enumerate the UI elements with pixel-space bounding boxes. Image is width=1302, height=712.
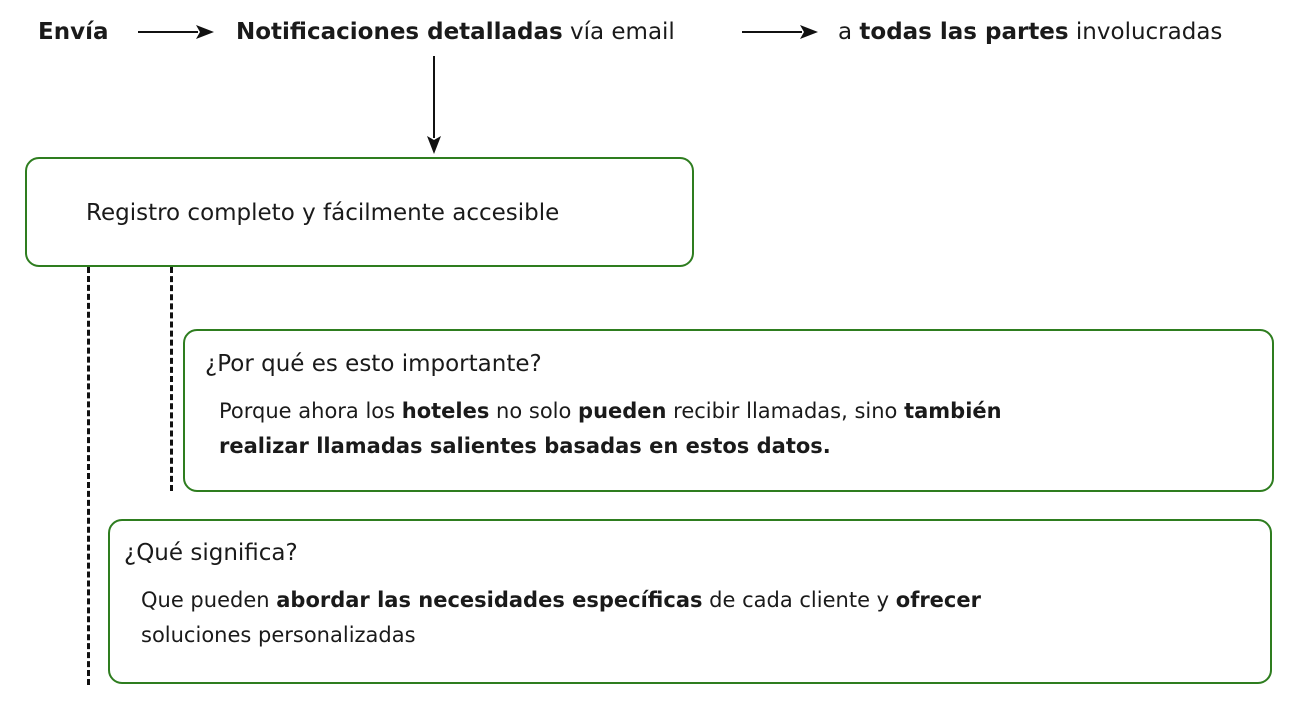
record-box-label: Registro completo y fácilmente accesible xyxy=(86,200,560,226)
text-span-bold: ofrecer xyxy=(895,588,981,612)
meaning-box: ¿Qué significa? Que pueden abordar las n… xyxy=(108,519,1272,684)
meaning-answer-line: Que pueden abordar las necesidades espec… xyxy=(141,583,981,618)
notifications-bold: Notificaciones detalladas xyxy=(236,19,563,45)
record-box: Registro completo y fácilmente accesible xyxy=(25,157,694,267)
meaning-question: ¿Qué significa? xyxy=(124,540,298,566)
importance-answer-line: Porque ahora los hoteles no solo pueden … xyxy=(219,394,1002,429)
notifications-rest: vía email xyxy=(562,19,675,45)
text-span-bold: hoteles xyxy=(401,399,490,423)
arrow-right-icon xyxy=(138,25,214,39)
parties-prefix: a xyxy=(838,19,860,45)
connector-dashed-line xyxy=(87,267,90,685)
importance-question: ¿Por qué es esto importante? xyxy=(205,351,542,377)
text-span: Porque ahora los xyxy=(219,399,402,423)
text-span: no solo xyxy=(489,399,579,423)
text-span-bold: también xyxy=(904,399,1002,423)
text-span: recibir llamadas, sino xyxy=(666,399,905,423)
importance-box: ¿Por qué es esto importante? Porque ahor… xyxy=(183,329,1274,492)
text-span-bold: pueden xyxy=(578,399,667,423)
parties-bold: todas las partes xyxy=(859,19,1069,45)
send-label: Envía xyxy=(38,19,109,45)
notifications-label: Notificaciones detalladas vía email xyxy=(236,18,675,46)
arrow-down-icon xyxy=(427,56,441,154)
parties-label: a todas las partes involucradas xyxy=(838,18,1222,46)
text-span-bold: abordar las necesidades específicas xyxy=(276,588,703,612)
importance-answer: Porque ahora los hoteles no solo pueden … xyxy=(219,394,1002,464)
text-span: Que pueden xyxy=(141,588,277,612)
arrow-right-icon xyxy=(742,25,818,39)
connector-dashed-line xyxy=(170,267,173,491)
meaning-answer-line: soluciones personalizadas xyxy=(141,623,416,647)
parties-rest: involucradas xyxy=(1068,19,1223,45)
text-span: de cada cliente y xyxy=(702,588,896,612)
importance-answer-line: realizar llamadas salientes basadas en e… xyxy=(219,434,831,458)
meaning-answer: Que pueden abordar las necesidades espec… xyxy=(141,583,981,653)
